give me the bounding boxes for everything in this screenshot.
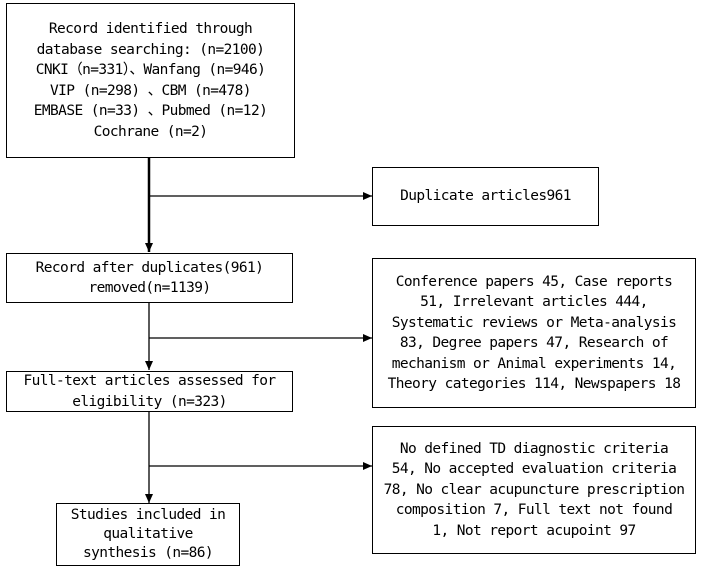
box-line: Studies included in xyxy=(70,507,226,523)
box-line: qualitative xyxy=(103,526,193,542)
box-line: VIP (n=298) 、CBM (n=478) xyxy=(50,82,251,99)
box-line: Record identified through xyxy=(48,21,253,37)
box-line: database searching: (n=2100) xyxy=(36,41,265,58)
box-line: EMBASE (n=33) 、Pubmed (n=12) xyxy=(33,103,268,119)
box-line: 83, Degree papers 47, Research of xyxy=(399,335,669,351)
records-after-duplicates-box: Record after duplicates(961) removed(n=1… xyxy=(6,253,293,303)
box-line: removed(n=1139) xyxy=(88,280,212,296)
box-line: mechanism or Animal experiments 14, xyxy=(391,355,677,372)
box-line: Full-text articles assessed for xyxy=(23,373,276,389)
box-line: 78, No clear acupuncture prescription xyxy=(383,481,685,498)
box-line: Record after duplicates(961) xyxy=(35,259,264,276)
box-line: Systematic reviews or Meta-analysis xyxy=(391,314,677,331)
records-identified-box: Record identified through database searc… xyxy=(6,3,295,158)
box-line: 54, No accepted evaluation criteria xyxy=(391,461,677,478)
box-line: No defined TD diagnostic criteria xyxy=(399,440,669,457)
box-line: 1, Not report acupoint 97 xyxy=(432,522,636,539)
box-line: 51, Irrelevant articles 444, xyxy=(420,294,648,310)
duplicates-box: Duplicate articles961 xyxy=(372,167,599,226)
box-line: CNKI（n=331）、Wanfang (n=946) xyxy=(35,62,266,78)
studies-included-box: Studies included in qualitative synthesi… xyxy=(56,503,240,566)
box-line: eligibility (n=323) xyxy=(72,393,227,410)
box-line: Duplicate articles961 xyxy=(400,188,571,205)
box-line: Theory categories 114, Newspapers 18 xyxy=(387,376,681,392)
excluded-full-text-box: No defined TD diagnostic criteria 54, No… xyxy=(372,426,696,554)
box-line: synthesis (n=86) xyxy=(82,545,214,561)
box-line: Conference papers 45, Case reports xyxy=(395,273,673,290)
full-text-assessed-box: Full-text articles assessed for eligibil… xyxy=(6,371,293,412)
excluded-records-box: Conference papers 45, Case reports 51, I… xyxy=(372,258,696,408)
box-line: Cochrane (n=2) xyxy=(93,123,208,140)
box-line: composition 7, Full text not found xyxy=(395,502,673,519)
